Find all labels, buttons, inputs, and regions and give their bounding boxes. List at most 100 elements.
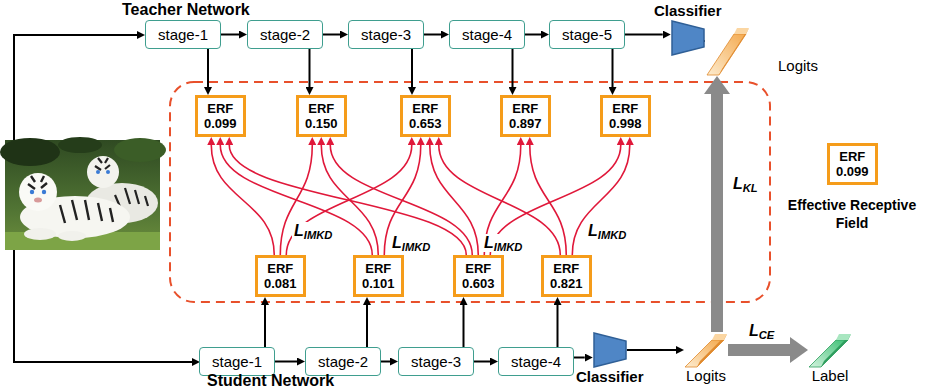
logits-vector: [685, 334, 727, 367]
flow-arrow: [424, 34, 441, 36]
flow-arrow: [463, 305, 465, 347]
logits-bar-shape: [706, 26, 750, 76]
erf-box: ERF0.099: [195, 95, 246, 137]
node-text: ERF: [204, 101, 237, 116]
legend-entry: Effective Receptive Field: [782, 196, 922, 232]
flow-arrow: [264, 305, 266, 347]
classifier-block: Classifier: [654, 2, 722, 56]
label-bar: Label: [808, 332, 852, 384]
flow-arrow: [557, 305, 559, 347]
imkd-curve: [530, 145, 567, 255]
flow-arrow: [309, 49, 311, 87]
node-text: stage-2: [313, 353, 373, 370]
flow-arrow: [411, 49, 413, 87]
stage-box: stage-4: [498, 347, 574, 376]
flow-arrow: [612, 49, 614, 87]
node-text: 0.653: [409, 116, 442, 131]
classifier-block-outline: [593, 332, 627, 368]
node-text: stage-4: [506, 353, 566, 370]
node-text: ERF: [462, 261, 495, 276]
label-bar-shape: [808, 332, 852, 368]
erf-box: ERF0.998: [600, 95, 651, 137]
node-text: ERF: [362, 261, 395, 276]
network-title: Teacher Network: [122, 1, 250, 19]
node-text: stage-1: [153, 26, 213, 43]
erf-box: ERF0.081: [255, 255, 306, 297]
loss-label: LIMKD: [390, 234, 432, 252]
legend: Effective Receptive Field: [782, 196, 922, 232]
loss-label: LCE: [747, 322, 776, 340]
node-text: ERF: [836, 149, 869, 164]
node-text: ERF: [609, 101, 642, 116]
stage-box: stage-3: [348, 20, 424, 49]
input-line: [14, 250, 192, 362]
node-text: 0.101: [362, 276, 395, 291]
imkd-curve: [430, 145, 479, 255]
loss-label: LKL: [731, 175, 760, 193]
node-text: 0.897: [509, 116, 542, 131]
imkd-curve: [439, 145, 561, 255]
flow-arrow: [221, 34, 239, 36]
node-text: stage-5: [557, 26, 617, 43]
imkd-curve: [330, 145, 472, 255]
loss-arrow: [728, 344, 790, 356]
imkd-curve: [572, 145, 630, 255]
node-text: Logits: [686, 368, 726, 384]
erf-box: ERF0.101: [353, 255, 404, 297]
classifier-block-outline: [671, 20, 705, 56]
input-line: [14, 35, 137, 140]
node-text: ERF: [305, 101, 338, 116]
label-vector: [809, 334, 851, 367]
stage-box: stage-1: [199, 347, 275, 376]
logits-bar-shape: [684, 332, 728, 368]
node-text: 0.099: [836, 164, 869, 179]
stage-box: stage-2: [305, 347, 381, 376]
stage-box: stage-5: [549, 20, 625, 49]
classifier-shape: [594, 333, 626, 367]
node-text: Classifier: [576, 368, 644, 386]
erf-box: ERF0.821: [541, 255, 592, 297]
classifier-shape: [672, 21, 704, 55]
flow-arrow: [574, 357, 585, 359]
distillation-region: [170, 82, 770, 302]
flow-arrow: [323, 34, 340, 36]
erf-box: ERF0.653: [400, 95, 451, 137]
legend-text: Effective Receptive Field: [788, 197, 916, 231]
classifier-block: Classifier: [576, 332, 644, 386]
node-text: ERF: [509, 101, 542, 116]
classifier-block-shape: [671, 20, 705, 56]
node-text: 0.821: [550, 276, 583, 291]
flow-arrow: [207, 49, 209, 87]
node-text: ERF: [264, 261, 297, 276]
stage-box: stage-3: [398, 347, 474, 376]
node-text: Classifier: [654, 2, 722, 20]
node-text: ERF: [409, 101, 442, 116]
logits-vector: [707, 28, 749, 75]
erf-box: ERF0.099: [827, 143, 878, 185]
node-text: ERF: [550, 261, 583, 276]
node-text: Logits: [778, 58, 818, 74]
node-text: 0.150: [305, 116, 338, 131]
node-text: stage-1: [207, 353, 267, 370]
node-text: 0.603: [462, 276, 495, 291]
logits-bar-outline: [706, 26, 750, 76]
loss-label: LIMKD: [292, 222, 334, 240]
node-text: 0.099: [204, 116, 237, 131]
logits-bar: Logits: [684, 332, 728, 384]
network-title: Student Network: [207, 372, 334, 390]
node-text: 0.998: [609, 116, 642, 131]
flow-arrow: [275, 361, 297, 363]
node-text: stage-2: [255, 26, 315, 43]
flow-arrow: [625, 34, 663, 36]
logits-bar: Logits: [706, 26, 818, 76]
logits-bar-outline: [684, 332, 728, 368]
tiger-photo: [0, 137, 166, 250]
classifier-block-shape: [593, 332, 627, 368]
loss-label: LIMKD: [482, 234, 524, 252]
stage-box: stage-1: [145, 20, 221, 49]
erf-box: ERF0.897: [500, 95, 551, 137]
node-text: stage-4: [457, 26, 517, 43]
flow-arrow: [627, 349, 676, 351]
loss-label: LIMKD: [586, 222, 628, 240]
